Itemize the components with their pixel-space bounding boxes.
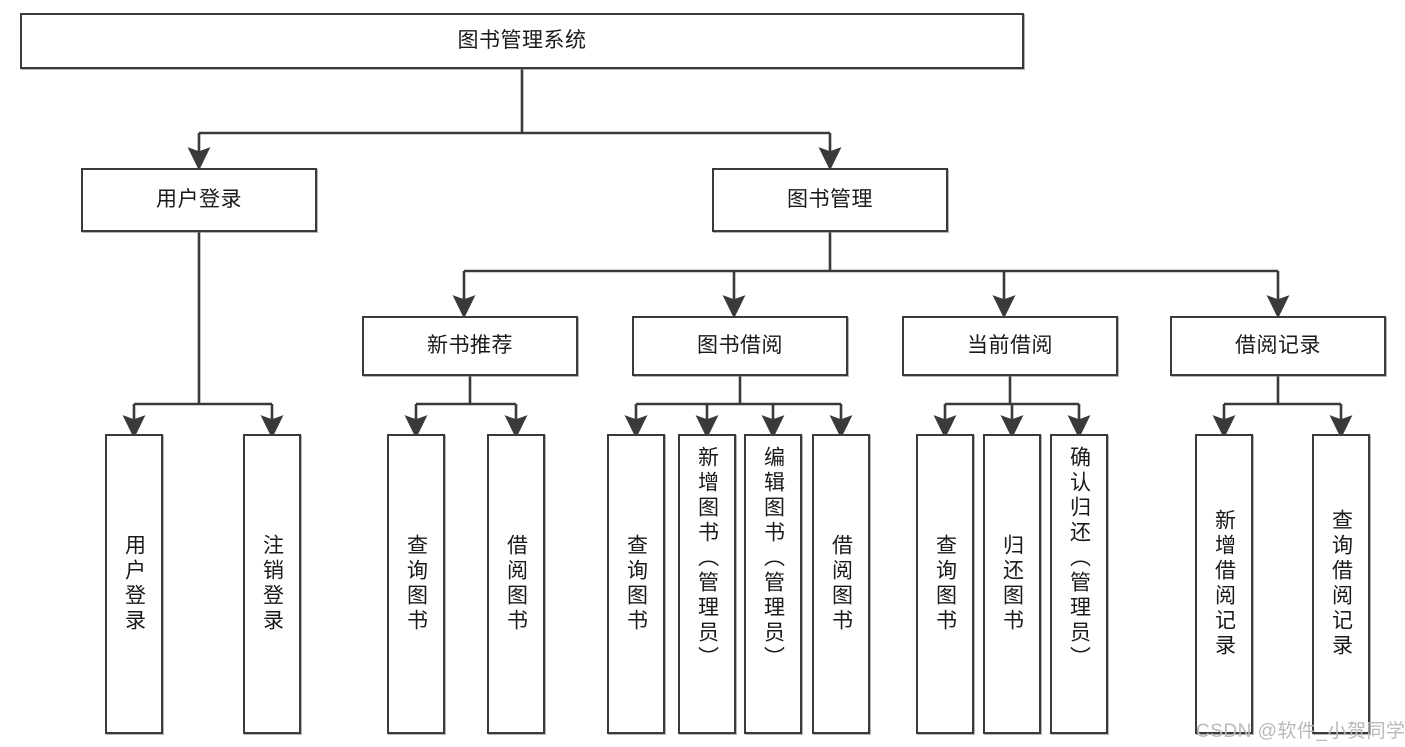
node-borrow-record-label: 借阅记录 bbox=[1235, 333, 1321, 357]
node-leaf-query-book-rec[interactable]: 查询图书 bbox=[387, 434, 445, 734]
node-leaf-confirm-return-admin-label: 确认归还（管理员） bbox=[1067, 446, 1091, 671]
node-book-manage[interactable]: 图书管理 bbox=[712, 168, 948, 232]
node-root[interactable]: 图书管理系统 bbox=[20, 13, 1024, 69]
node-leaf-edit-book-admin[interactable]: 编辑图书（管理员） bbox=[744, 434, 802, 734]
node-leaf-query-book-borrow[interactable]: 查询图书 bbox=[607, 434, 665, 734]
node-leaf-query-book-borrow-label: 查询图书 bbox=[624, 534, 648, 634]
node-user-login[interactable]: 用户登录 bbox=[81, 168, 317, 232]
node-borrow-record[interactable]: 借阅记录 bbox=[1170, 316, 1386, 376]
node-leaf-add-borrow-record[interactable]: 新增借阅记录 bbox=[1195, 434, 1253, 734]
node-new-book-recommend[interactable]: 新书推荐 bbox=[362, 316, 578, 376]
node-book-manage-label: 图书管理 bbox=[787, 187, 873, 211]
node-leaf-query-book-rec-label: 查询图书 bbox=[404, 534, 428, 634]
node-leaf-edit-book-admin-label: 编辑图书（管理员） bbox=[761, 446, 785, 671]
node-current-borrow[interactable]: 当前借阅 bbox=[902, 316, 1118, 376]
node-leaf-add-book-admin[interactable]: 新增图书（管理员） bbox=[678, 434, 736, 734]
node-leaf-query-book-current-label: 查询图书 bbox=[933, 534, 957, 634]
node-leaf-add-book-admin-label: 新增图书（管理员） bbox=[695, 446, 719, 671]
node-root-label: 图书管理系统 bbox=[457, 28, 587, 52]
node-leaf-return-book-label: 归还图书 bbox=[1000, 534, 1024, 634]
node-book-borrow-label: 图书借阅 bbox=[697, 333, 783, 357]
node-new-book-recommend-label: 新书推荐 bbox=[427, 333, 513, 357]
node-leaf-borrow-book-rec-label: 借阅图书 bbox=[504, 534, 528, 634]
node-leaf-user-login-label: 用户登录 bbox=[122, 534, 146, 634]
node-leaf-user-login[interactable]: 用户登录 bbox=[105, 434, 163, 734]
node-user-login-label: 用户登录 bbox=[156, 187, 242, 211]
node-leaf-add-borrow-record-label: 新增借阅记录 bbox=[1212, 509, 1236, 659]
node-leaf-return-book[interactable]: 归还图书 bbox=[983, 434, 1041, 734]
node-leaf-query-book-current[interactable]: 查询图书 bbox=[916, 434, 974, 734]
node-leaf-confirm-return-admin[interactable]: 确认归还（管理员） bbox=[1050, 434, 1108, 734]
node-current-borrow-label: 当前借阅 bbox=[967, 333, 1053, 357]
node-leaf-user-logout[interactable]: 注销登录 bbox=[243, 434, 301, 734]
node-leaf-borrow-book[interactable]: 借阅图书 bbox=[812, 434, 870, 734]
node-leaf-user-logout-label: 注销登录 bbox=[260, 534, 284, 634]
node-leaf-query-borrow-record-label: 查询借阅记录 bbox=[1329, 509, 1353, 659]
node-leaf-borrow-book-label: 借阅图书 bbox=[829, 534, 853, 634]
node-leaf-query-borrow-record[interactable]: 查询借阅记录 bbox=[1312, 434, 1370, 734]
watermark: CSDN @软件_小贺同学 bbox=[1196, 721, 1405, 742]
node-leaf-borrow-book-rec[interactable]: 借阅图书 bbox=[487, 434, 545, 734]
node-book-borrow[interactable]: 图书借阅 bbox=[632, 316, 848, 376]
